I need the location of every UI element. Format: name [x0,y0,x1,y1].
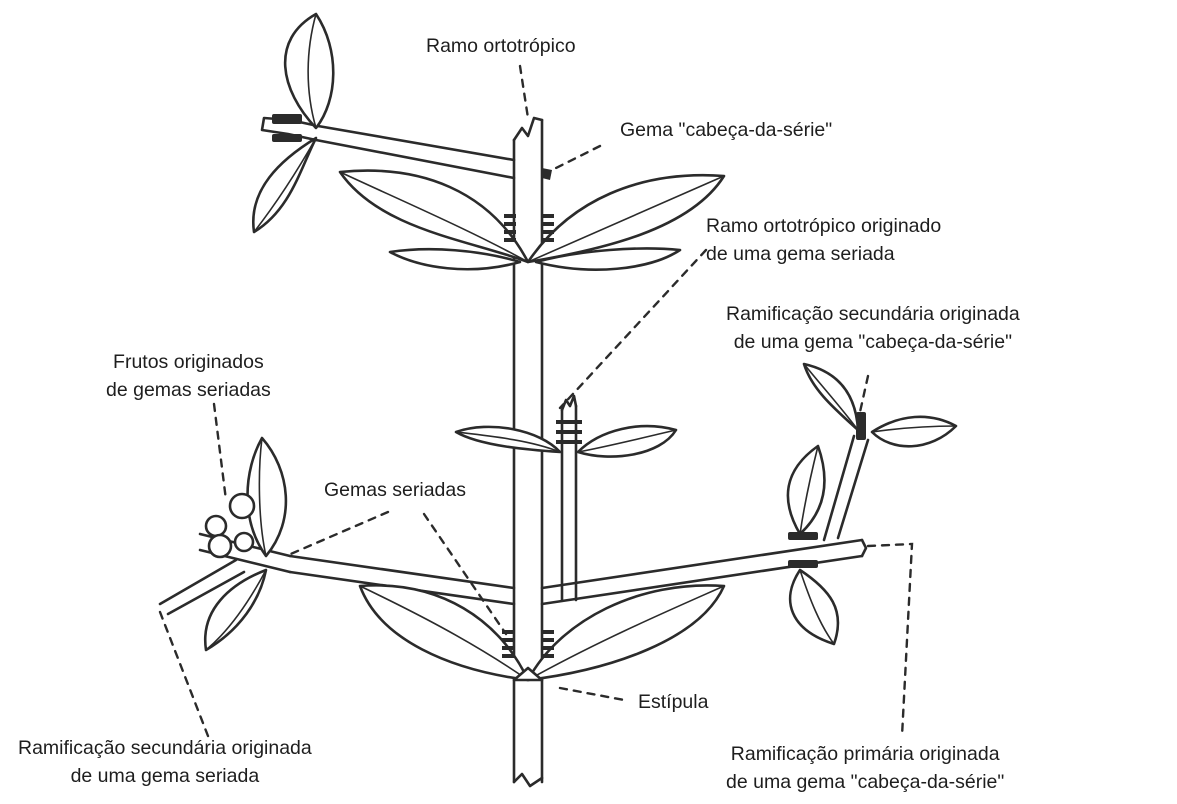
leader-lines [160,66,912,736]
label-ramificacao-secundaria-cabeca: Ramificação secundária originada de uma … [726,300,1020,356]
main-orthotropic-stem [514,118,542,786]
secondary-orthotropic-shoot [456,396,676,600]
label-ramificacao-secundaria-seriada: Ramificação secundária originada de uma … [18,734,312,790]
label-line-1: Frutos originados [106,348,271,376]
label-gemas-seriadas: Gemas seriadas [324,476,466,504]
label-line-2: de uma gema seriada [706,240,941,268]
label-frutos-originados: Frutos originados de gemas seriadas [106,348,271,404]
right-branch-end [788,364,956,644]
fruits [206,494,254,557]
label-line-2: de uma gema "cabeça-da-série" [726,328,1020,356]
label-line-1: Ramificação secundária originada [726,300,1020,328]
label-line-1: Ramificação secundária originada [18,734,312,762]
label-ramo-ortotropico-originado: Ramo ortotrópico originado de uma gema s… [706,212,941,268]
label-ramificacao-primaria: Ramificação primária originada de uma ge… [726,740,1004,796]
left-secondary-branch [160,438,290,650]
upper-leaf-pair [340,168,724,270]
label-line-1: Ramo ortotrópico originado [706,212,941,240]
label-ramo-ortotropico: Ramo ortotrópico [426,32,576,60]
label-line-2: de uma gema seriada [18,762,312,790]
label-line-2: de gemas seriadas [106,376,271,404]
label-line-1: Ramificação primária originada [726,740,1004,768]
label-estipula: Estípula [638,688,708,716]
label-line-2: de uma gema "cabeça-da-série" [726,768,1004,796]
label-gema-cabeca-da-serie: Gema "cabeça-da-série" [620,116,832,144]
